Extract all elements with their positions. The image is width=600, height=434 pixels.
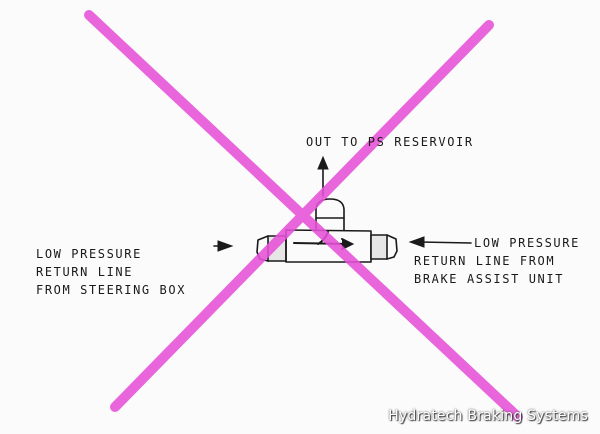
watermark-text: Hydratech Braking Systems [388, 408, 588, 424]
label-right-line1: LOW PRESSURE [474, 236, 580, 250]
right-nut [370, 234, 388, 260]
tee-fitting [256, 198, 398, 263]
right-arrowhead [408, 236, 425, 248]
through-flow-line [293, 242, 351, 245]
label-right-line2: RETURN LINE FROM [414, 254, 556, 268]
label-left-line3: FROM STEERING BOX [36, 283, 187, 297]
x-mark-icon [84, 10, 523, 422]
right-hose-end [386, 234, 398, 260]
label-left-line1: LOW PRESSURE [36, 247, 142, 261]
out-arrowhead [317, 155, 329, 170]
through-flow-arrowhead [341, 238, 355, 250]
label-right-line3: BRAKE ASSIST UNIT [414, 272, 565, 286]
label-out-to-reservoir: OUT TO PS RESERVOIR [306, 135, 474, 149]
tee-body [285, 229, 372, 263]
cross-stroke-2 [110, 20, 494, 412]
left-arrowhead [217, 240, 234, 252]
right-arrow-line [419, 241, 472, 244]
label-left-line2: RETURN LINE [36, 265, 134, 279]
